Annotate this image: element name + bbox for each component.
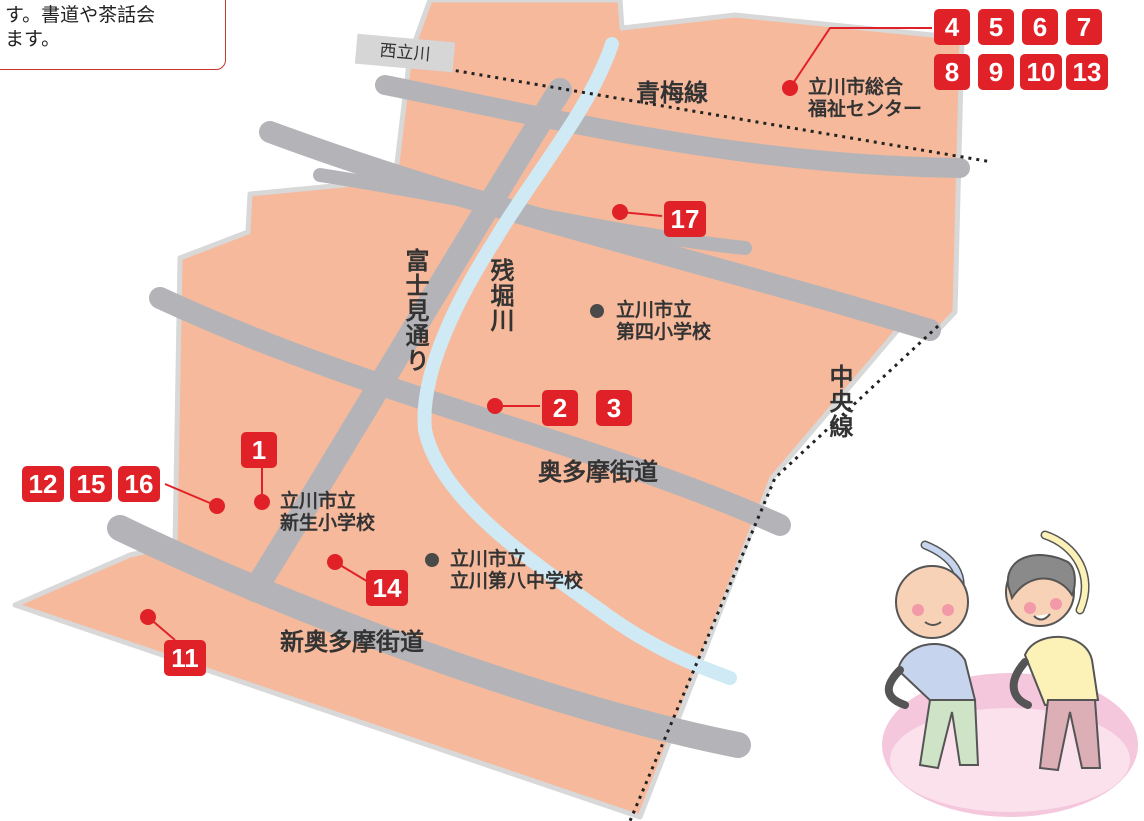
marker-dot-1 xyxy=(254,494,270,510)
info-callout: す。書道や茶話会 ます。 xyxy=(0,0,226,70)
shin-okutama-kaido-label: 新奥多摩街道 xyxy=(280,628,424,656)
zanbori-river-label: 残堀川 xyxy=(486,258,514,333)
marker-badge-3[interactable]: 3 xyxy=(596,390,632,426)
marker-badge-16[interactable]: 16 xyxy=(118,466,160,502)
welfare-center-label: 立川市総合 福祉センター xyxy=(808,76,923,121)
street-fujimi-dori xyxy=(243,78,572,602)
marker-badge-6[interactable]: 6 xyxy=(1022,9,1058,45)
marker-dot-2-3 xyxy=(487,398,503,414)
marker-badge-9[interactable]: 9 xyxy=(978,54,1014,90)
chuo-line-label: 中央線 xyxy=(825,364,853,439)
daihachi-school-label: 立川市立 立川第八中学校 xyxy=(450,548,584,593)
location-dots xyxy=(140,80,798,625)
ome-line-track xyxy=(439,66,993,164)
callout-line-1: す。書道や茶話会 xyxy=(5,4,156,26)
school-dot-daiyon xyxy=(590,304,604,318)
street-ome-parallel xyxy=(375,75,970,178)
shinsei-school-label: 立川市立 新生小学校 xyxy=(280,490,376,535)
marker-badge-11[interactable]: 11 xyxy=(164,640,206,676)
marker-badge-10[interactable]: 10 xyxy=(1020,54,1062,90)
marker-badge-2[interactable]: 2 xyxy=(542,390,578,426)
zanbori-river xyxy=(417,37,737,685)
street-okutama-kaido xyxy=(149,287,791,536)
marker-dot-17 xyxy=(612,204,628,220)
marker-badge-5[interactable]: 5 xyxy=(978,9,1014,45)
ome-line-label: 青梅線 xyxy=(636,79,708,107)
marker-badge-17[interactable]: 17 xyxy=(664,201,706,237)
marker-dot-11 xyxy=(140,609,156,625)
elderly-couple-stretching-illustration xyxy=(882,530,1138,817)
callout-line-2: ます。 xyxy=(5,28,61,51)
okutama-kaido-label: 奥多摩街道 xyxy=(538,458,658,486)
chuo-line-track xyxy=(628,324,940,821)
school-dots xyxy=(425,304,604,567)
marker-dot-12-15-16 xyxy=(209,498,225,514)
marker-badge-15[interactable]: 15 xyxy=(70,466,112,502)
marker-badge-12[interactable]: 12 xyxy=(22,466,64,502)
daiyon-school-label: 立川市立 第四小学校 xyxy=(616,299,712,344)
marker-badge-14[interactable]: 14 xyxy=(366,570,408,606)
street-shin-okutama-kaido xyxy=(107,515,751,758)
street-upper-1 xyxy=(313,168,752,255)
street-upper-2 xyxy=(259,121,941,341)
marker-badge-13[interactable]: 13 xyxy=(1066,54,1108,90)
marker-badge-1[interactable]: 1 xyxy=(241,432,277,468)
streets xyxy=(107,75,970,758)
school-dot-daihachi xyxy=(425,553,439,567)
marker-dot-14 xyxy=(327,554,343,570)
marker-badge-7[interactable]: 7 xyxy=(1066,9,1102,45)
fujimi-dori-label: 富士見通り xyxy=(401,248,429,373)
marker-badge-4[interactable]: 4 xyxy=(934,9,970,45)
marker-badge-8[interactable]: 8 xyxy=(934,54,970,90)
marker-dot-welfare-center xyxy=(782,80,798,96)
